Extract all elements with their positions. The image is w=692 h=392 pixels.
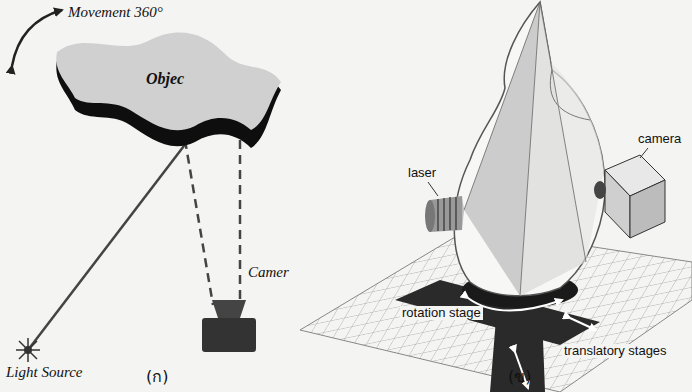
reflected-ray xyxy=(185,140,213,305)
leader-line xyxy=(428,182,438,196)
scanned-object xyxy=(454,2,605,296)
panel-caption: (ก) xyxy=(146,368,168,386)
view-line xyxy=(239,140,242,305)
movement-label: Movement 360° xyxy=(68,4,163,21)
translatory-stages-label: translatory stages xyxy=(562,344,669,358)
camera-label: Camer xyxy=(248,264,289,281)
object-label: Objec xyxy=(146,70,184,88)
object-outline xyxy=(45,30,285,155)
leader-line xyxy=(640,148,648,158)
rotation-arrow xyxy=(12,10,62,66)
light-source-label: Light Source xyxy=(6,364,83,381)
laser-label: laser xyxy=(406,166,438,180)
light-ray xyxy=(28,138,190,350)
panel-caption: (ข) xyxy=(508,368,531,386)
camera-box xyxy=(594,155,665,238)
object-surface: Objec xyxy=(45,30,285,155)
camera-symbol xyxy=(202,300,256,352)
light-source-symbol xyxy=(16,338,40,362)
rotation-stage-label: rotation stage xyxy=(400,306,483,320)
laser-symbol xyxy=(425,196,464,232)
camera-label: camera xyxy=(636,132,683,146)
